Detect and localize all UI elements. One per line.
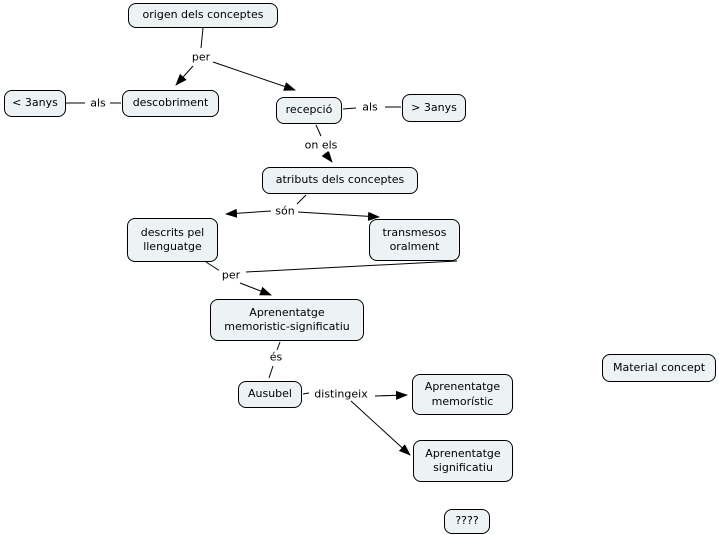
node-atributs-dels-conceptes[interactable]: atributs dels conceptes	[262, 167, 418, 194]
node-menys-3anys[interactable]: < 3anys	[4, 90, 66, 117]
node-origen-dels-conceptes[interactable]: origen dels conceptes	[128, 3, 278, 28]
node-recepcio[interactable]: recepció	[276, 97, 342, 124]
node-aprenentatge-significatiu[interactable]: Aprenentatge significatiu	[413, 440, 513, 482]
link-label-es[interactable]: és	[266, 350, 286, 364]
link-label-son[interactable]: són	[272, 204, 298, 218]
node-ausubel[interactable]: Ausubel	[238, 381, 302, 408]
link-label-on-els[interactable]: on els	[301, 138, 341, 152]
node-aprenentatge-memoristic[interactable]: Aprenentatge memorístic	[412, 374, 513, 415]
link-label-distingeix[interactable]: distingeix	[311, 387, 371, 401]
link-label-als-left[interactable]: als	[87, 96, 109, 110]
node-descrits-pel-llenguatge[interactable]: descrits pel llenguatge	[127, 218, 218, 262]
node-descobriment[interactable]: descobriment	[122, 90, 219, 117]
node-aprenentatge-memoristic-significatiu[interactable]: Aprenentatge memoristic-significatiu	[210, 299, 364, 341]
link-label-per-top[interactable]: per	[188, 50, 214, 64]
node-material-concept[interactable]: Material concept	[602, 354, 716, 382]
node-mes-3anys[interactable]: > 3anys	[402, 94, 466, 122]
link-label-per-middle[interactable]: per	[218, 268, 244, 282]
node-unknown-questions[interactable]: ????	[444, 509, 490, 534]
link-label-als-right[interactable]: als	[359, 100, 381, 114]
node-transmesos-oralment[interactable]: transmesos oralment	[369, 219, 460, 261]
